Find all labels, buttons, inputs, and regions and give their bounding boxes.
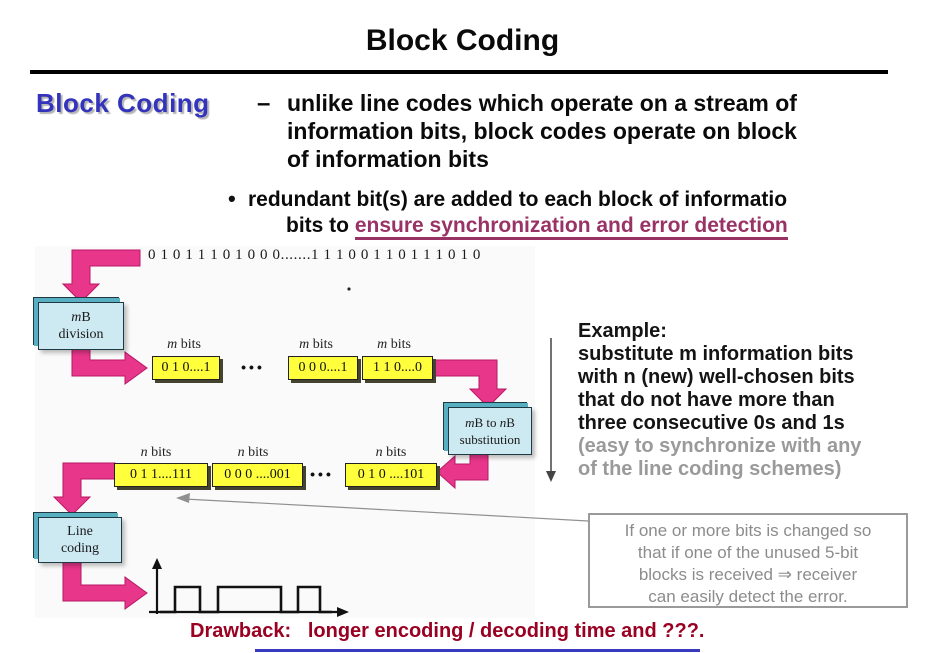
definition-line: of information bits bbox=[287, 146, 489, 172]
m-italic: m bbox=[377, 337, 388, 352]
row1-ellipsis: ••• bbox=[241, 359, 265, 375]
line-coding-line2: coding bbox=[60, 541, 100, 556]
example-line: with n (new) well-chosen bits bbox=[578, 366, 855, 388]
example-gray-line: of the line coding schemes) bbox=[578, 458, 842, 480]
arrow-substitution-to-row2 bbox=[436, 451, 489, 490]
division-box-line2: division bbox=[58, 327, 104, 342]
definition-dash: – bbox=[257, 90, 271, 117]
note-line: If one or more bits is changed so bbox=[624, 521, 872, 540]
bullet-marker: • bbox=[228, 186, 236, 211]
m-block-2: 0 0 0....1 bbox=[288, 356, 358, 380]
n-italic: n bbox=[237, 445, 245, 460]
note-line: can easily detect the error. bbox=[648, 587, 848, 606]
m-block-1: 0 1 0....1 bbox=[152, 356, 220, 380]
n-bits-label: n bits bbox=[238, 445, 269, 461]
note-pointer-arrow bbox=[183, 498, 589, 522]
n-block-3: 0 1 0 ....101 bbox=[345, 463, 437, 487]
bits-word: bits bbox=[177, 337, 201, 352]
division-m: m bbox=[71, 310, 82, 325]
m-italic: m bbox=[167, 337, 178, 352]
m-bits-label: m bits bbox=[299, 337, 333, 353]
bits-word: bits bbox=[244, 445, 269, 460]
bullet-line-1: redundant bit(s) are added to each block… bbox=[248, 188, 788, 211]
waveform bbox=[160, 585, 332, 614]
sub-B: B bbox=[506, 415, 515, 430]
term-heading: Block Coding bbox=[36, 88, 210, 118]
arrow-row2-to-linecoding bbox=[52, 462, 116, 516]
substitution-box: mB to nB substitution bbox=[448, 407, 532, 455]
bits-word: bits bbox=[382, 445, 407, 460]
error-note-box: If one or more bits is changed so that i… bbox=[588, 513, 908, 608]
example-line: substitute m information bits bbox=[578, 343, 854, 365]
example-block: Example: substitute m information bits w… bbox=[578, 320, 923, 481]
n-block-2: 0 0 0 ....001 bbox=[212, 463, 303, 487]
example-range-arrowhead bbox=[546, 471, 556, 482]
definition-line: unlike line codes which operate on a str… bbox=[287, 90, 797, 116]
note-line: blocks is received ⇒ receiver bbox=[638, 565, 858, 584]
definition-line: information bits, block codes operate on… bbox=[287, 118, 797, 144]
note-line: that if one of the unused 5-bit bbox=[637, 543, 859, 562]
title-divider bbox=[30, 70, 888, 74]
m-italic: m bbox=[299, 337, 310, 352]
substitution-box-line1: mB to nB bbox=[449, 414, 531, 431]
footer-line bbox=[255, 649, 700, 652]
waveform-y-arrowhead bbox=[152, 558, 162, 569]
sync-error-link[interactable]: ensure synchronization and error detecti… bbox=[354, 214, 788, 240]
page-title: Block Coding bbox=[365, 24, 560, 57]
stray-dot: . bbox=[347, 278, 351, 294]
definition-text: unlike line codes which operate on a str… bbox=[287, 89, 907, 173]
example-gray-line: (easy to synchronize with any bbox=[578, 435, 862, 457]
bitstream-text: 0 1 0 1 1 1 0 1 0 0 0.......1 1 1 0 0 1 … bbox=[148, 247, 481, 263]
example-line: three consecutive 0s and 1s bbox=[578, 412, 845, 434]
division-box-line1: mB bbox=[39, 309, 123, 326]
waveform-x-arrowhead bbox=[337, 607, 349, 617]
arrow-row1-to-substitution bbox=[431, 359, 508, 408]
note-pointer-arrowhead bbox=[176, 493, 190, 503]
m-bits-label: m bits bbox=[167, 337, 201, 353]
substitution-box-line2: substitution bbox=[459, 432, 521, 447]
stream-period-dot bbox=[347, 287, 351, 291]
arrow-stream-to-division bbox=[61, 249, 141, 303]
bits-word: bits bbox=[387, 337, 411, 352]
line-coding-line1: Line bbox=[67, 524, 93, 539]
row2-ellipsis: ••• bbox=[310, 466, 334, 482]
m-block-3: 1 1 0....0 bbox=[362, 356, 433, 380]
division-box: mB division bbox=[38, 302, 124, 350]
bullet-line-2: bits to ensure synchronization and error… bbox=[286, 213, 925, 240]
drawback-text: Drawback: longer encoding / decoding tim… bbox=[190, 620, 705, 642]
sub-mid: B to bbox=[474, 415, 500, 430]
n-block-1: 0 1 1....111 bbox=[114, 463, 208, 487]
n-italic: n bbox=[140, 445, 148, 460]
example-line: that do not have more than bbox=[578, 389, 835, 411]
bullet-line-2-prefix: bits to bbox=[286, 214, 355, 237]
m-bits-label: m bits bbox=[377, 337, 411, 353]
bullet-text: redundant bit(s) are added to each block… bbox=[248, 187, 925, 240]
sub-m: m bbox=[465, 415, 475, 430]
division-B: B bbox=[81, 310, 91, 325]
n-italic: n bbox=[375, 445, 383, 460]
sub-n: n bbox=[499, 415, 507, 430]
arrow-division-to-row1 bbox=[71, 347, 148, 385]
bits-word: bits bbox=[147, 445, 172, 460]
line-coding-box: Line coding bbox=[38, 517, 122, 563]
n-bits-label: n bits bbox=[376, 445, 407, 461]
bits-word: bits bbox=[309, 337, 333, 352]
arrow-linecoding-to-waveform bbox=[62, 560, 148, 610]
example-heading: Example: bbox=[578, 320, 667, 342]
n-bits-label: n bits bbox=[141, 445, 172, 461]
